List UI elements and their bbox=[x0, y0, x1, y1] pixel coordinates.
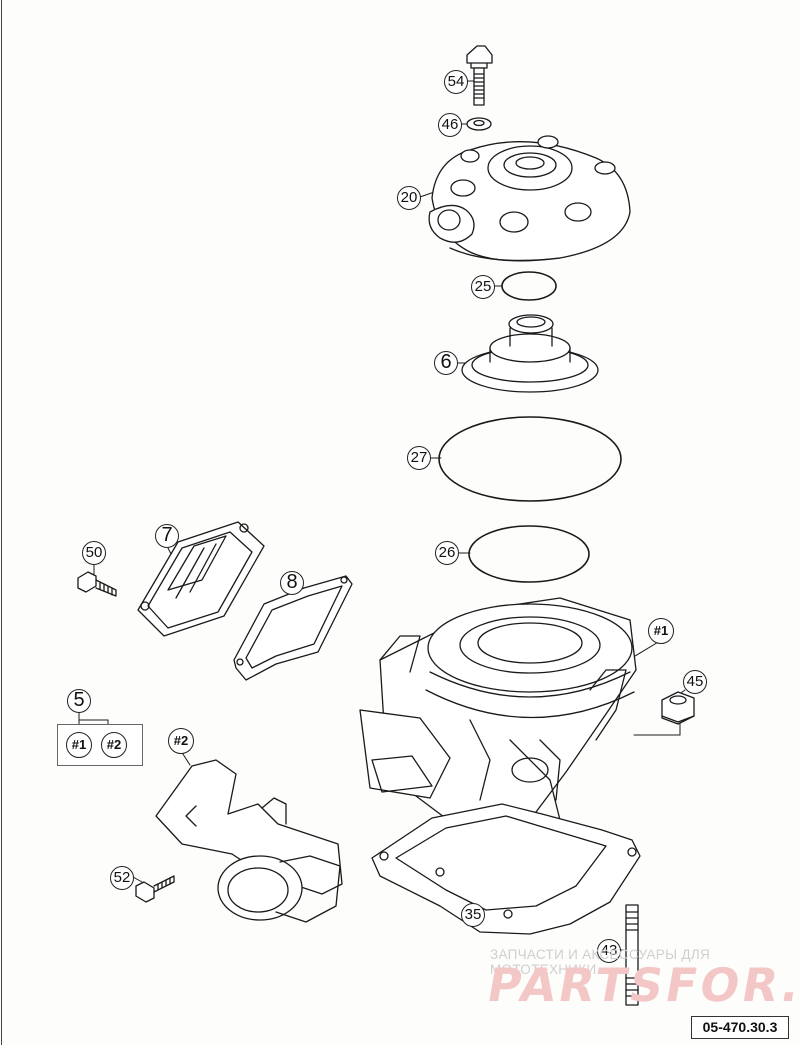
diagram-code: 05-470.30.3 bbox=[691, 1016, 789, 1039]
watermark-caption: ЗАПЧАСТИ И АКСЕССУАРЫ ДЛЯ МОТОТЕХНИКИ bbox=[490, 947, 711, 977]
callout-43: 43 bbox=[597, 939, 621, 963]
part-43-stud bbox=[625, 904, 639, 1006]
callout-5: 5 bbox=[67, 689, 91, 713]
callout-27: 27 bbox=[407, 446, 431, 470]
part-35-base-gasket bbox=[371, 803, 641, 935]
callout-20: 20 bbox=[397, 186, 421, 210]
kit-box-5: #1 #2 bbox=[57, 724, 143, 766]
part-54-bolt bbox=[466, 45, 493, 106]
callout-35: 35 bbox=[461, 903, 485, 927]
callout-26: 26 bbox=[435, 541, 459, 565]
part-25-o-ring bbox=[501, 271, 557, 301]
callout-54: 54 bbox=[444, 70, 468, 94]
part-ref2-intake-flange bbox=[155, 759, 343, 923]
callout-8: 8 bbox=[280, 571, 304, 595]
part-ref1-cylinder bbox=[359, 597, 637, 827]
part-7-reed-valve bbox=[137, 521, 265, 637]
watermark-logo: PARTSFOR.RU bbox=[483, 958, 800, 1012]
part-20-cylinder-head bbox=[428, 135, 631, 262]
callout-50: 50 bbox=[82, 541, 106, 565]
callout-7: 7 bbox=[155, 524, 179, 548]
part-27-o-ring bbox=[438, 416, 622, 502]
callout-ref1-cylinder: #1 bbox=[648, 618, 674, 644]
part-45-nut bbox=[661, 691, 695, 725]
callout-46: 46 bbox=[438, 113, 462, 137]
kit-ref2: #2 bbox=[101, 732, 127, 758]
kit-ref1: #1 bbox=[66, 732, 92, 758]
part-50-screw bbox=[77, 571, 117, 597]
callout-ref2-flange: #2 bbox=[168, 728, 194, 754]
part-46-washer bbox=[466, 117, 492, 131]
part-26-o-ring bbox=[468, 525, 590, 583]
callout-6: 6 bbox=[434, 351, 458, 375]
callout-45: 45 bbox=[683, 670, 707, 694]
part-52-screw bbox=[135, 875, 175, 903]
callout-25: 25 bbox=[471, 275, 495, 299]
callout-52: 52 bbox=[110, 866, 134, 890]
part-6-combustion-insert bbox=[461, 314, 599, 393]
part-8-gasket bbox=[233, 575, 353, 681]
